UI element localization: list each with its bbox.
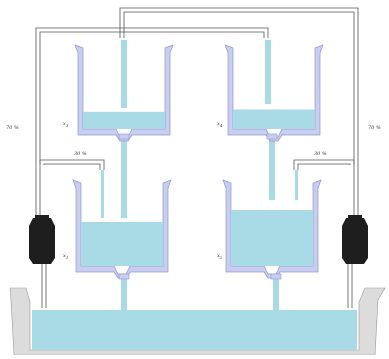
nozzle-tank3: [118, 133, 130, 140]
outlet-nozzles: [118, 133, 282, 280]
valve-label-right-inner: 30 %: [314, 151, 327, 157]
stream-tank1-out: [121, 278, 127, 310]
pipe-network: [35, 7, 359, 308]
tank-label-1-var: x: [63, 253, 66, 259]
pump-right: [342, 215, 368, 264]
water-streams: [101, 40, 298, 310]
stream-tank3-inlet: [121, 40, 127, 108]
tank-1: [72, 179, 172, 279]
pump-left-body: [29, 218, 55, 264]
pipe-left-inner-a: [39, 159, 105, 170]
pump-left-cap: [35, 215, 49, 219]
tank-label-3-var: x: [63, 121, 66, 127]
tank-water: [231, 210, 313, 266]
pipe-right-inner-a: [293, 159, 355, 170]
valve-label-right-outer: 70 %: [368, 125, 381, 131]
pipe-left-inner-b: [43, 163, 101, 170]
stream-tank2-inlet: [295, 170, 298, 200]
valve-label-left-inner: 30 %: [74, 151, 87, 157]
tank-4: [224, 44, 324, 142]
tank-label-2-var: x: [217, 253, 220, 259]
stream-tank4-inlet: [265, 40, 271, 104]
tank-water: [81, 222, 163, 266]
tank-water: [83, 111, 165, 129]
tanks-group: [72, 44, 324, 279]
stream-tank2-out: [273, 278, 279, 310]
tank-water: [233, 109, 315, 129]
tank-label-3-sub: 3: [65, 123, 69, 128]
tank-label-4: x4: [217, 122, 222, 128]
pipe-right-inner-b: [297, 163, 351, 170]
stream-tank4-to-tank2: [269, 138, 275, 200]
pipe-left-outer-b: [39, 31, 265, 218]
stream-tank1-inlet: [101, 170, 104, 218]
valve-label-left-outer: 70 %: [6, 125, 19, 131]
tank-label-2: x2: [217, 254, 222, 260]
reservoir-water: [32, 310, 357, 350]
tank-label-4-var: x: [217, 121, 220, 127]
nozzle-tank2: [270, 273, 282, 280]
tank-label-3: x3: [63, 122, 68, 128]
tank-label-1: x1: [63, 254, 68, 260]
reservoir-basin: [9, 287, 386, 356]
tank-label-4-sub: 4: [219, 123, 223, 128]
tank-3: [74, 44, 174, 142]
pipe-top-cross-a: [119, 7, 359, 218]
tank-label-1-sub: 1: [65, 255, 69, 260]
tank-label-2-sub: 2: [219, 255, 223, 260]
pipe-top-cross-b: [123, 11, 355, 218]
nozzle-tank4: [266, 133, 278, 140]
stream-tank3-to-tank1: [121, 138, 127, 218]
pump-left: [29, 215, 55, 264]
pump-right-cap: [348, 215, 362, 219]
pipe-left-outer-a: [35, 27, 269, 218]
nozzle-tank1: [118, 273, 130, 280]
pump-right-body: [342, 218, 368, 264]
tank-2: [222, 179, 322, 279]
